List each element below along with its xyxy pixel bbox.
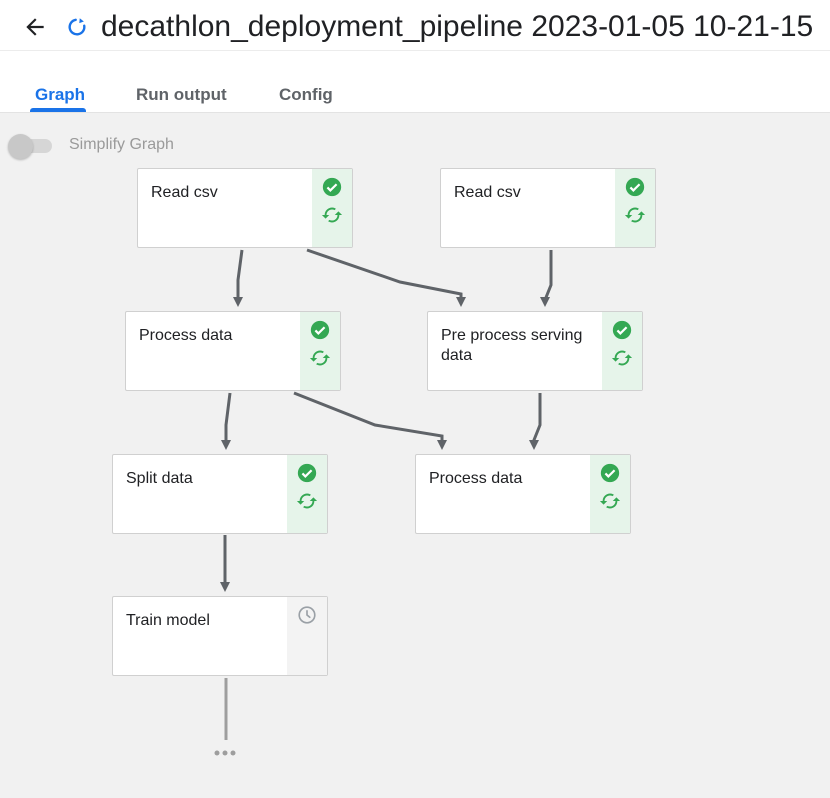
node-label: Pre process serving data xyxy=(441,327,583,364)
node-process-data-2[interactable]: Process data xyxy=(415,454,631,534)
edge-process-data-to-split xyxy=(221,392,232,450)
node-label: Process data xyxy=(429,470,523,487)
run-status-icon xyxy=(68,18,86,36)
node-label: Train model xyxy=(126,612,210,629)
active-tab-indicator xyxy=(30,108,86,112)
edge-pre-process-to-process-data-2 xyxy=(529,393,542,450)
cached-icon[interactable] xyxy=(309,347,331,369)
clock-icon xyxy=(298,606,316,624)
page-title: decathlon_deployment_pipeline 2023-01-05… xyxy=(101,10,814,43)
node-label: Read csv xyxy=(151,184,218,201)
cached-icon[interactable] xyxy=(624,204,646,226)
more-horiz-icon[interactable] xyxy=(212,745,238,761)
node-read-csv-2[interactable]: Read csv xyxy=(440,168,656,248)
check-circle-icon xyxy=(612,320,632,340)
cached-icon[interactable] xyxy=(296,490,318,512)
node-status-panel xyxy=(287,455,327,533)
node-label: Process data xyxy=(139,327,233,344)
node-label: Read csv xyxy=(454,184,521,201)
check-circle-icon xyxy=(322,177,342,197)
check-circle-icon xyxy=(600,463,620,483)
edge-read-csv-1-to-pre-process xyxy=(306,248,466,307)
node-split-data[interactable]: Split data xyxy=(112,454,328,534)
check-circle-icon xyxy=(297,463,317,483)
node-status-panel xyxy=(312,169,352,247)
cached-icon[interactable] xyxy=(611,347,633,369)
check-circle-icon xyxy=(625,177,645,197)
cached-icon[interactable] xyxy=(599,490,621,512)
simplify-graph-label: Simplify Graph xyxy=(69,136,174,153)
node-status-panel xyxy=(590,455,630,533)
toggle-knob xyxy=(8,134,33,159)
node-process-data-1[interactable]: Process data xyxy=(125,311,341,391)
edge-process-data-to-process-data-2 xyxy=(293,391,447,450)
cached-icon[interactable] xyxy=(321,204,343,226)
simplify-graph-toggle[interactable] xyxy=(8,134,54,159)
node-status-panel xyxy=(602,312,642,390)
edge-read-csv-2-to-pre-process xyxy=(540,250,553,307)
check-circle-icon xyxy=(310,320,330,340)
node-status-panel xyxy=(300,312,340,390)
title-row: decathlon_deployment_pipeline 2023-01-05… xyxy=(0,0,830,51)
tab-graph[interactable]: Graph xyxy=(35,85,86,104)
tab-config[interactable]: Config xyxy=(279,85,333,104)
node-pre-process-serving-data[interactable]: Pre process serving data xyxy=(427,311,643,391)
back-arrow-icon[interactable] xyxy=(22,14,48,40)
node-train-model[interactable]: Train model xyxy=(112,596,328,676)
node-status-panel xyxy=(615,169,655,247)
node-read-csv-1[interactable]: Read csv xyxy=(137,168,353,248)
tab-run-output[interactable]: Run output xyxy=(136,85,227,104)
node-status-panel xyxy=(287,597,327,675)
node-label: Split data xyxy=(126,470,193,487)
edge-read-csv-1-to-process-data xyxy=(233,249,244,307)
top-bar: decathlon_deployment_pipeline 2023-01-05… xyxy=(0,0,830,113)
